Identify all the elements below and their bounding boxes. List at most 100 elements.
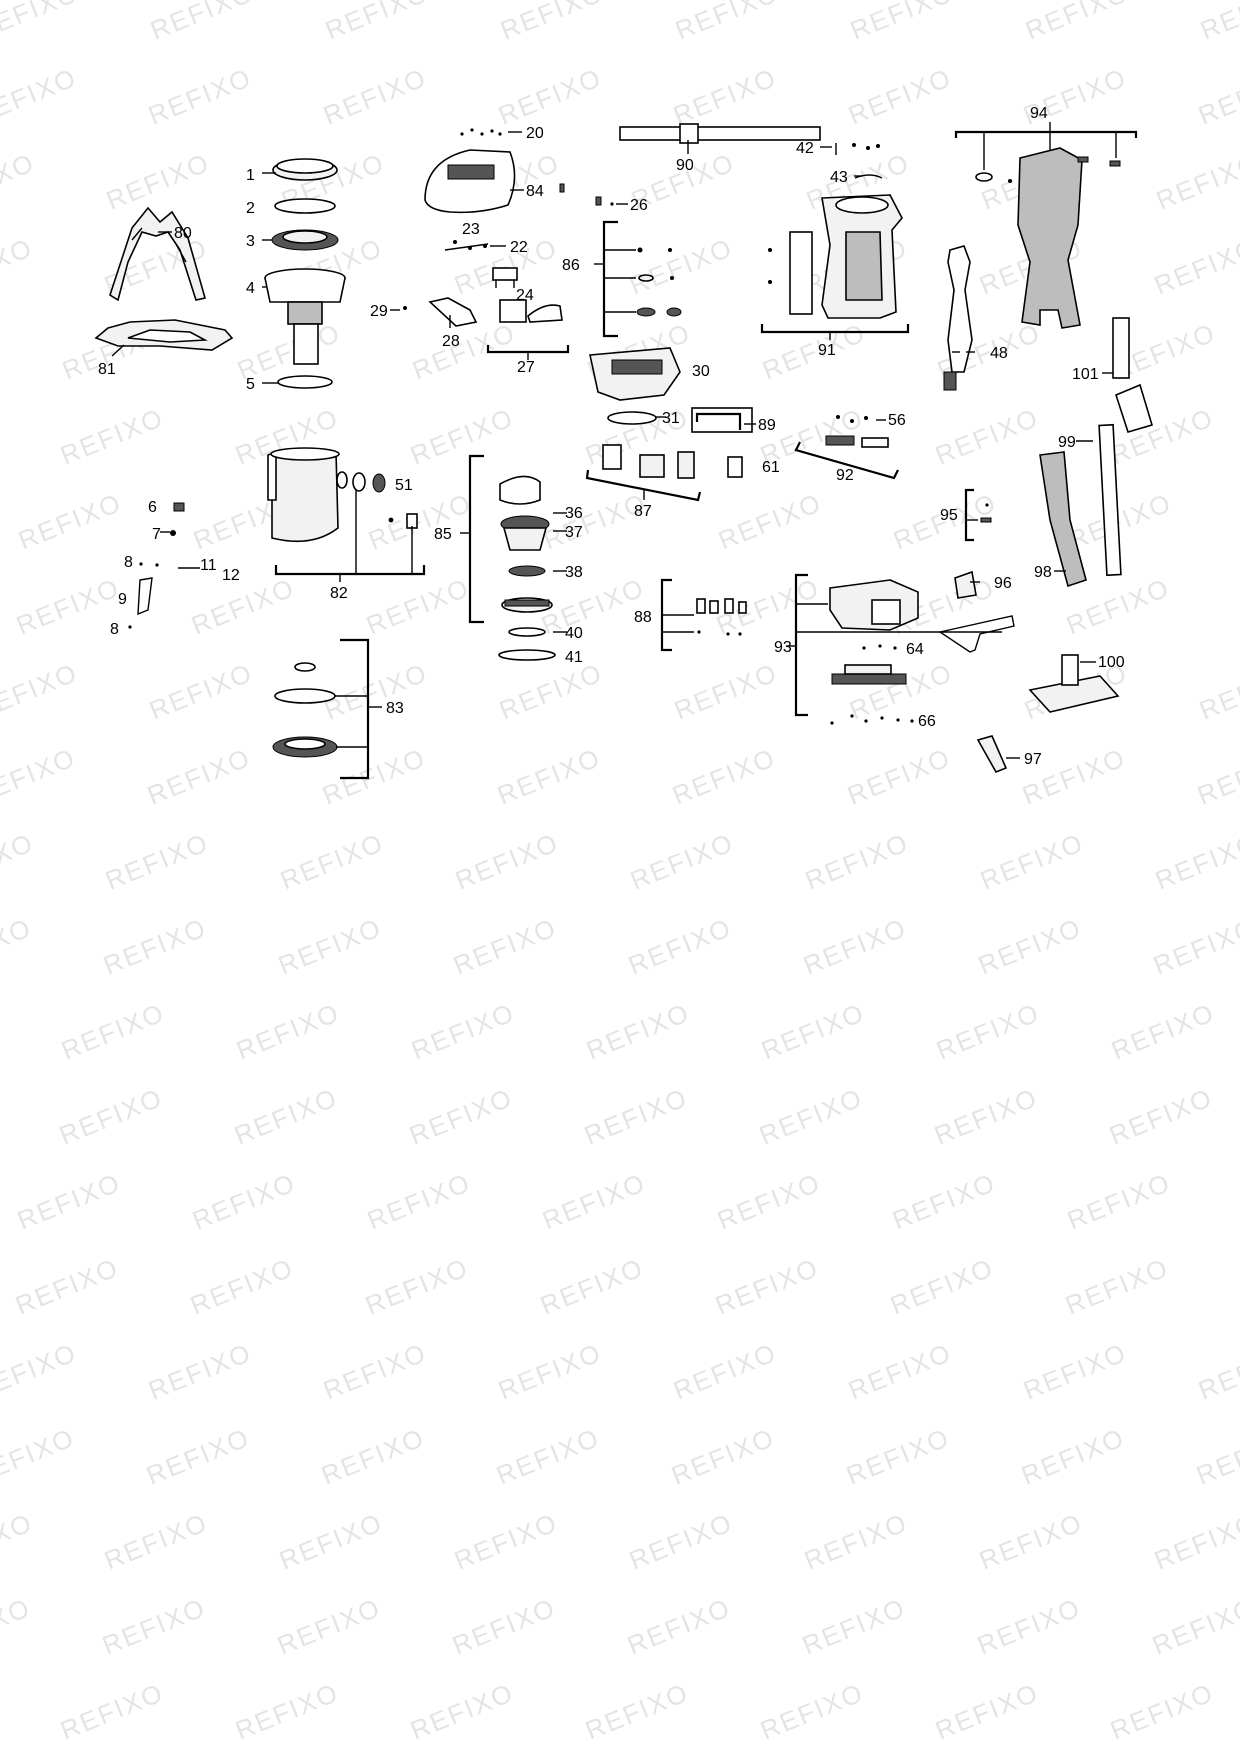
part-92-switch-assembly xyxy=(825,435,889,448)
watermark-text: REFIXO xyxy=(144,62,256,131)
watermark-text: REFIXO xyxy=(1019,1337,1131,1406)
watermark-text: REFIXO xyxy=(451,827,563,896)
part-86-small-parts xyxy=(636,247,682,317)
watermark-text: REFIXO xyxy=(98,1592,210,1661)
watermark-text: REFIXO xyxy=(146,0,258,46)
watermark-text: REFIXO xyxy=(317,1422,429,1491)
watermark-text: REFIXO xyxy=(931,402,1043,471)
watermark-text: REFIXO xyxy=(1106,1677,1218,1746)
watermark-text: REFIXO xyxy=(798,1592,910,1661)
watermark-text: REFIXO xyxy=(99,912,211,981)
callout-91: 91 xyxy=(818,342,836,359)
callout-93: 93 xyxy=(774,639,792,656)
watermark-text: REFIXO xyxy=(0,1507,37,1576)
watermark-text: REFIXO xyxy=(57,997,169,1066)
part-84-top-cover xyxy=(424,149,516,214)
callout-5: 5 xyxy=(246,376,255,393)
watermark-text: REFIXO xyxy=(1194,62,1240,131)
watermark-text: REFIXO xyxy=(668,742,780,811)
callout-98: 98 xyxy=(1034,564,1052,581)
part-38-gasket xyxy=(508,565,546,577)
watermark-text: REFIXO xyxy=(276,827,388,896)
watermark-text: REFIXO xyxy=(582,997,694,1066)
part-5-seal-ring xyxy=(277,375,333,389)
part-20-screws xyxy=(460,128,502,136)
watermark-text: REFIXO xyxy=(1151,827,1240,896)
callout-36: 36 xyxy=(565,505,583,522)
watermark-text: REFIXO xyxy=(801,827,913,896)
callout-97: 97 xyxy=(1024,751,1042,768)
part-99-extension-tube xyxy=(1098,423,1122,577)
watermark-text: REFIXO xyxy=(671,0,783,46)
watermark-text: REFIXO xyxy=(932,997,1044,1066)
watermark-text: REFIXO xyxy=(0,232,37,301)
callout-42: 42 xyxy=(796,140,814,157)
watermark-text: REFIXO xyxy=(711,1252,823,1321)
part-61-small-panel xyxy=(727,456,743,478)
callout-66: 66 xyxy=(918,713,936,730)
callout-22: 22 xyxy=(510,239,528,256)
part-31-seal xyxy=(607,411,657,425)
watermark-text: REFIXO xyxy=(187,572,299,641)
part-37-motor xyxy=(500,515,550,551)
callout-51: 51 xyxy=(395,477,413,494)
watermark-text: REFIXO xyxy=(974,912,1086,981)
watermark-text: REFIXO xyxy=(667,1422,779,1491)
callout-11: 11 xyxy=(200,557,217,574)
part-56-screws xyxy=(836,415,868,423)
callout-labels: 1 2 3 4 5 80 81 20 84 23 22 24 26 29 28 … xyxy=(98,105,1125,768)
watermark-text: REFIXO xyxy=(800,1507,912,1576)
watermark-text: REFIXO xyxy=(1195,657,1240,726)
watermark-text: REFIXO xyxy=(670,657,782,726)
watermark-text: REFIXO xyxy=(1150,1507,1240,1576)
watermark-text: REFIXO xyxy=(1194,1337,1240,1406)
watermark-text: REFIXO xyxy=(273,1592,385,1661)
callout-37: 37 xyxy=(565,524,583,541)
watermark-text: REFIXO xyxy=(669,62,781,131)
watermark-text: REFIXO xyxy=(364,487,476,556)
callout-84: 84 xyxy=(526,183,544,200)
callout-31: 31 xyxy=(662,410,680,427)
part-22-pins xyxy=(444,240,489,251)
part-91-handle-housing xyxy=(768,194,903,319)
callout-4: 4 xyxy=(246,280,255,297)
part-6-12-latch xyxy=(128,502,200,629)
callout-1: 1 xyxy=(246,167,255,184)
watermark-text: REFIXO xyxy=(537,572,649,641)
watermark-text: REFIXO xyxy=(1149,912,1240,981)
part-93-base-housing xyxy=(829,579,919,631)
callout-43: 43 xyxy=(830,169,848,186)
callout-28: 28 xyxy=(442,333,460,350)
watermark-text: REFIXO xyxy=(0,147,39,216)
part-81-base-plate xyxy=(94,319,234,351)
part-3-filter-disc xyxy=(271,229,339,251)
callout-6: 6 xyxy=(148,499,157,516)
watermark-text: REFIXO xyxy=(973,1592,1085,1661)
callout-61: 61 xyxy=(762,459,780,476)
callout-12: 12 xyxy=(222,567,240,584)
watermark-text: REFIXO xyxy=(713,1167,825,1236)
watermark-text: REFIXO xyxy=(0,0,83,46)
watermark-text: REFIXO xyxy=(842,1422,954,1491)
callout-8a: 8 xyxy=(124,554,133,571)
leader-lines xyxy=(111,131,1113,759)
part-42-43-screws xyxy=(835,143,883,179)
watermark-text: REFIXO xyxy=(145,657,257,726)
callout-89: 89 xyxy=(758,417,776,434)
part-96-nozzle-cap xyxy=(954,570,977,599)
watermark-text: REFIXO xyxy=(362,572,474,641)
watermark-text: REFIXO xyxy=(321,0,433,46)
callout-92: 92 xyxy=(836,467,854,484)
watermark-text: REFIXO xyxy=(275,1507,387,1576)
watermark-text: REFIXO xyxy=(536,1252,648,1321)
watermark-text: REFIXO xyxy=(448,1592,560,1661)
callout-90: 90 xyxy=(676,157,694,174)
watermark-text: REFIXO xyxy=(1061,1252,1173,1321)
watermark-text: REFIXO xyxy=(757,997,869,1066)
watermark-text: REFIXO xyxy=(450,232,562,301)
watermark-text: REFIXO xyxy=(100,1507,212,1576)
watermark-text: REFIXO xyxy=(101,827,213,896)
watermark-text: REFIXO xyxy=(0,1422,79,1491)
watermark-text: REFIXO xyxy=(143,742,255,811)
